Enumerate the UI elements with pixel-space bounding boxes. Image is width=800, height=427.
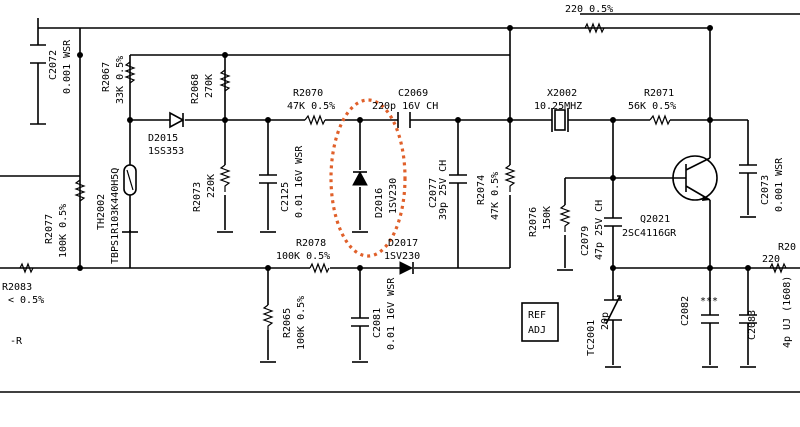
label-ref-adj-line1: REF — [528, 310, 546, 321]
label-c2077-val: 39p 25V CH — [438, 160, 449, 220]
label-r2076-val: 150K — [542, 206, 553, 230]
label-r2070-val: 47K 0.5% — [287, 101, 335, 112]
cap-c2069 — [397, 112, 411, 128]
transistor-q2021 — [672, 155, 718, 201]
label-r2067-val: 33K 0.5% — [115, 56, 126, 104]
label-c2081-val: 0.01 16V WSR — [386, 277, 397, 350]
label-tc2001-ref: TC2001 — [586, 320, 597, 356]
resistor-r2076 — [559, 204, 571, 232]
resistor-r2070 — [304, 114, 326, 126]
label-c2073-val: 0.001 WSR — [774, 157, 785, 212]
resistor-r2083 — [19, 262, 34, 274]
resistor-r2067 — [124, 61, 136, 84]
label-r2070-ref: R2070 — [293, 88, 323, 99]
label-r2068-val: 270K — [204, 74, 215, 98]
label-r2076-ref: R2076 — [528, 207, 539, 237]
thermistor-th2002 — [123, 118, 137, 232]
label-c2083-val: 4p UJ (1608) — [782, 276, 793, 348]
label-r2078-val: 100K 0.5% — [276, 251, 330, 262]
label-r2083-ref: R2083 — [2, 282, 32, 293]
trimmer-tc2001 — [604, 295, 622, 325]
label-c2082-val: *** — [700, 296, 718, 307]
resistor-r2073 — [219, 164, 231, 192]
label-c2082-ref: C2082 — [680, 296, 691, 326]
label-x2002-val: 10.25MHZ — [534, 101, 582, 112]
label-th2002-val: TBPS1R103K440H5Q — [110, 168, 121, 264]
label-r2077-val: 100K 0.5% — [58, 204, 69, 258]
label-edge-r: -R — [10, 336, 23, 347]
resistor-r2078 — [309, 262, 330, 274]
cap-c2077 — [449, 174, 467, 184]
label-x2002-ref: X2002 — [547, 88, 577, 99]
cap-c2072 — [30, 44, 46, 64]
label-d2017-ref: D2017 — [388, 238, 418, 249]
label-c2073-ref: C2073 — [760, 175, 771, 205]
label-r2074-ref: R2074 — [476, 175, 487, 205]
label-c2072-ref: C2072 — [48, 50, 59, 80]
label-d2015-ref: D2015 — [148, 133, 178, 144]
resistor-r2077 — [74, 179, 86, 202]
cap-c2079 — [604, 217, 622, 227]
label-r20-right-val: 220 — [762, 254, 780, 265]
resistor-r2074 — [504, 164, 516, 192]
label-c2069-ref: C2069 — [398, 88, 428, 99]
label-th2002-ref: TH2002 — [96, 194, 107, 230]
label-c2125-ref: C2125 — [280, 182, 291, 212]
label-c2081-ref: C2081 — [372, 308, 383, 338]
resistor-r2065 — [262, 304, 274, 330]
label-d2016-ref: D2016 — [374, 188, 385, 218]
cap-c2082 — [701, 314, 719, 324]
label-c2069-val: 220p 16V CH — [372, 101, 438, 112]
label-d2015-val: 1SS353 — [148, 146, 184, 157]
label-r2067-ref: R2067 — [101, 62, 112, 92]
label-r2074-val: 47K 0.5% — [490, 172, 501, 220]
label-c2079-ref: C2079 — [580, 226, 591, 256]
resistor-r20-right — [769, 262, 787, 274]
label-r2083-val: < 0.5% — [8, 295, 44, 306]
label-r2071-val: 56K 0.5% — [628, 101, 676, 112]
cap-c2125 — [259, 174, 277, 184]
label-top-res-val: 220 0.5% — [565, 4, 613, 15]
resistors — [19, 22, 787, 330]
resistor-top-220 — [584, 22, 605, 34]
resistor-r2068 — [219, 69, 231, 92]
text-labels: 220 0.5% C2072 0.001 WSR R2067 33K 0.5% … — [2, 4, 796, 356]
label-c2125-val: 0.01 16V WSR — [294, 145, 305, 218]
label-d2017-val: 1SV230 — [384, 251, 420, 262]
cap-c2081 — [351, 317, 369, 327]
cap-c2083 — [739, 314, 757, 324]
label-r2065-val: 100K 0.5% — [296, 296, 307, 350]
diode-d2016 — [352, 170, 368, 186]
crystal-x2002 — [540, 108, 580, 132]
label-c2072-val: 0.001 WSR — [62, 39, 73, 94]
label-tc2001-val: 20p — [600, 312, 611, 330]
label-c2077-ref: C2077 — [428, 178, 439, 208]
label-d2016-val: 1SV230 — [388, 178, 399, 214]
label-q2021-val: 2SC4116GR — [622, 228, 677, 239]
capacitors — [30, 44, 757, 327]
diode-d2017 — [399, 261, 414, 275]
cap-c2073 — [739, 164, 757, 174]
label-r2073-ref: R2073 — [192, 182, 203, 212]
label-q2021-ref: Q2021 — [640, 214, 670, 225]
label-r2077-ref: R2077 — [44, 214, 55, 244]
junction-dots — [77, 25, 751, 271]
diodes — [169, 111, 414, 275]
label-c2079-val: 47p 25V CH — [594, 200, 605, 260]
diode-d2015 — [169, 111, 185, 129]
label-r2065-ref: R2065 — [282, 308, 293, 338]
ref-adj-box — [521, 302, 559, 342]
label-r2078-ref: R2078 — [296, 238, 326, 249]
label-c2083-ref: C2083 — [747, 310, 758, 340]
label-r2068-ref: R2068 — [190, 74, 201, 104]
resistor-r2071 — [649, 114, 671, 126]
highlight-ellipse — [329, 98, 407, 258]
label-r20-right-ref: R20 — [778, 242, 796, 253]
label-ref-adj-line2: ADJ — [528, 325, 546, 336]
label-r2071-ref: R2071 — [644, 88, 674, 99]
label-r2073-val: 220K — [206, 174, 217, 198]
